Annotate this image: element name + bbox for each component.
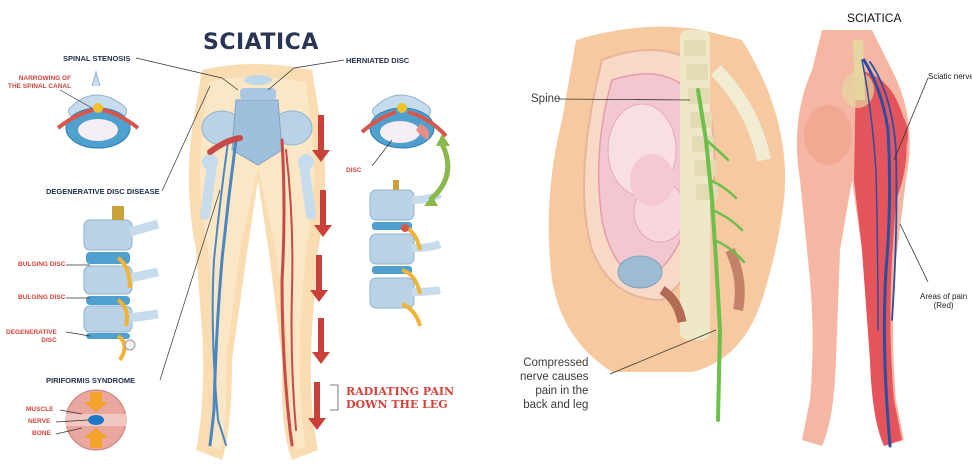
label-spine: Spine (531, 92, 560, 106)
label-disc: DISC (346, 167, 362, 175)
herniated-vertebra (362, 95, 446, 148)
label-spinal-stenosis: SPINAL STENOSIS (63, 54, 130, 63)
label-muscle: MUSCLE (26, 406, 53, 414)
label-bone: BONE (32, 430, 51, 438)
label-bulging-disc-1: BULGING DISC (18, 261, 65, 269)
left-title: SCIATICA (203, 30, 319, 55)
label-areas-of-pain: Areas of pain (Red) (920, 292, 967, 310)
label-degenerative-disc: DEGENERATIVE DISC (6, 329, 57, 345)
back-view-body (797, 30, 910, 446)
label-nerve: NERVE (28, 418, 50, 426)
label-radiating-pain: RADIATING PAIN DOWN THE LEG (346, 385, 454, 411)
label-bulging-disc-2: BULGING DISC (18, 294, 65, 302)
right-title: SCIATICA (847, 11, 901, 25)
label-compressed-nerve: Compressed nerve causes pain in the back… (520, 356, 588, 412)
label-narrowing: NARROWING OF THE SPINAL CANAL (8, 75, 71, 91)
piriformis-diagram (66, 390, 126, 450)
label-herniated-disc: HERNIATED DISC (346, 56, 409, 65)
label-sciatic-nerve: Sciatic nerve (928, 72, 972, 81)
side-view-torso (549, 27, 785, 372)
label-piriformis: PIRIFORMIS SYNDROME (46, 376, 135, 385)
degenerative-spine-segment (84, 206, 158, 360)
sciatica-causes-panel: SCIATICA SPINAL STENOSIS NARROWING OF TH… (0, 0, 492, 472)
label-degenerative-disease: DEGENERATIVE DISC DISEASE (46, 187, 160, 196)
sciatica-body-panel: SCIATICA Spine Compressed nerve causes p… (492, 0, 972, 472)
